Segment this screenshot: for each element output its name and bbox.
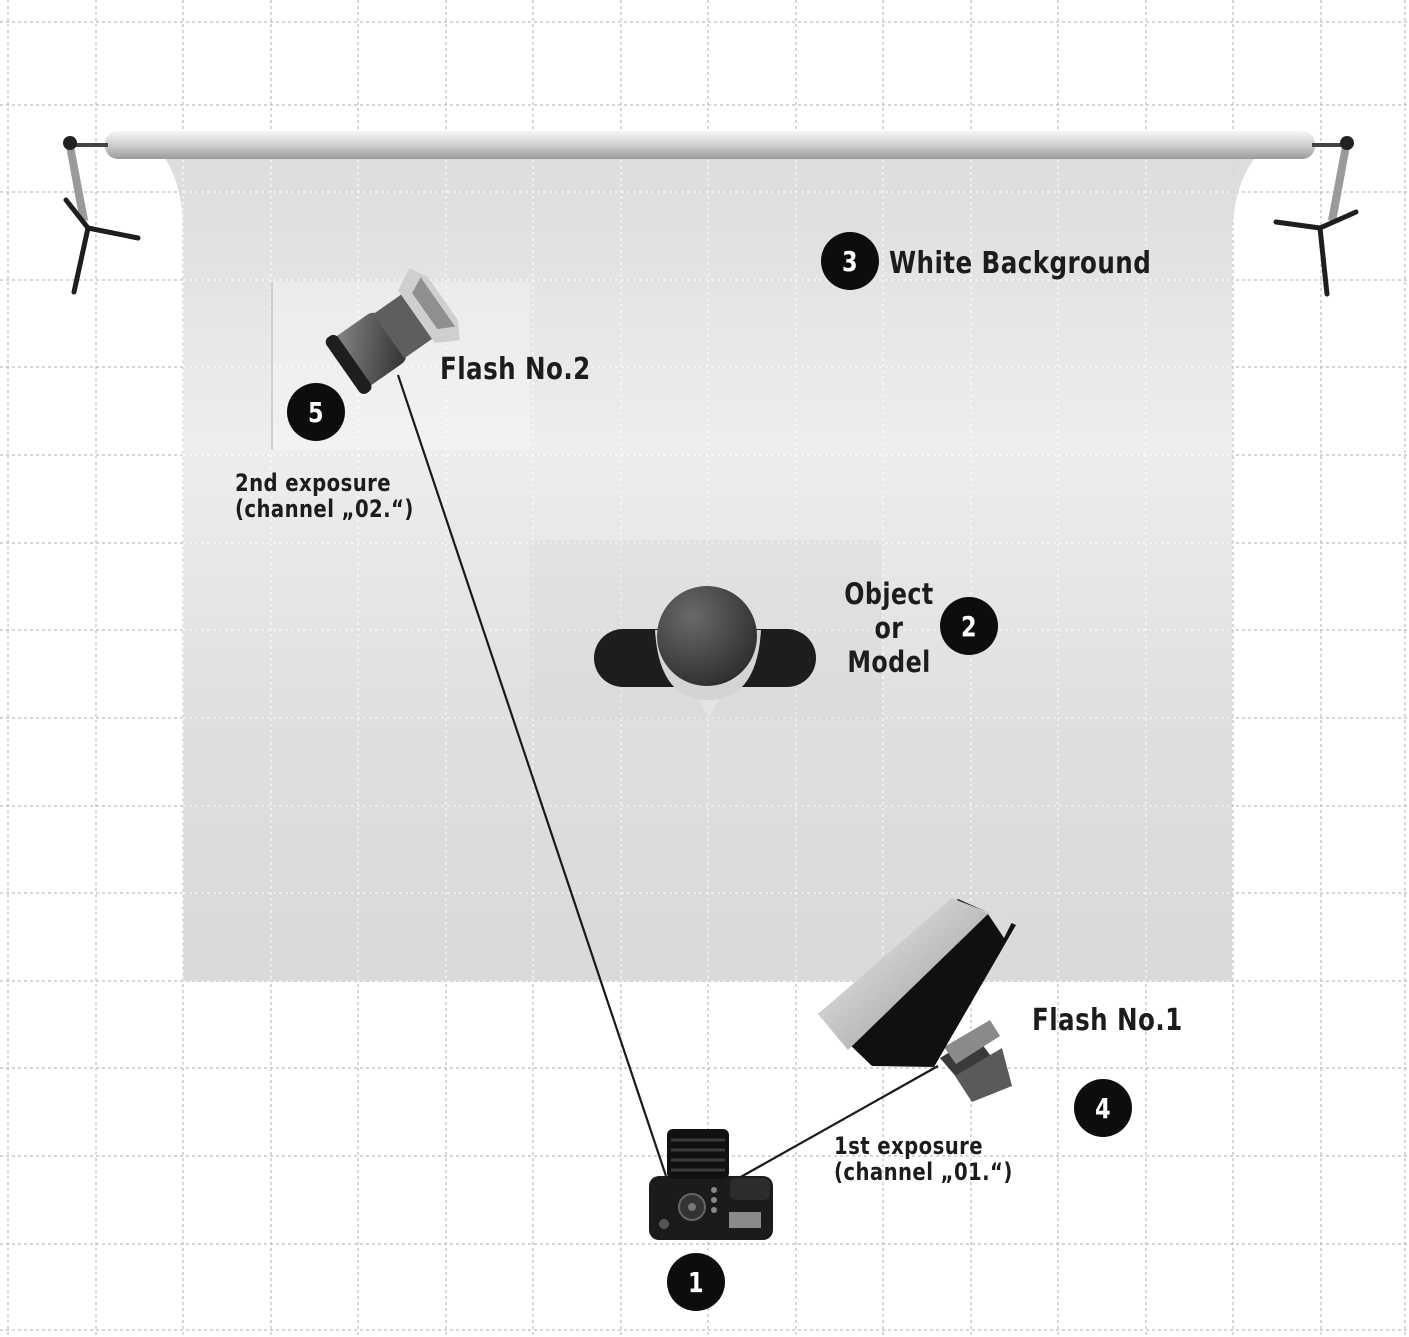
trigger-line-flash2 [396, 374, 668, 1177]
label-flash2: Flash No.2 [440, 352, 591, 387]
label-object: Object or Model [834, 577, 944, 679]
label-exposure1: 1st exposure (channel „01.“) [834, 1133, 1013, 1185]
flash2-icon [325, 268, 460, 394]
model-icon [594, 586, 816, 718]
camera-icon [649, 1129, 773, 1240]
flash1-icon [818, 898, 1016, 1102]
label-exposure2: 2nd exposure (channel „02.“) [235, 470, 414, 522]
label-exposure2-line2: (channel „02.“) [235, 495, 414, 523]
badge-camera: 1 [667, 1253, 725, 1311]
label-flash1: Flash No.1 [1032, 1003, 1183, 1038]
label-exposure1-line2: (channel „01.“) [834, 1158, 1013, 1186]
badge-flash1-number: 4 [1095, 1091, 1111, 1125]
white-background-paper [158, 150, 1262, 982]
label-object-line3: Model [847, 645, 931, 679]
label-object-line2: or [874, 611, 904, 645]
label-exposure2-line1: 2nd exposure [235, 469, 391, 497]
badge-flash2: 5 [287, 383, 345, 441]
badge-background-number: 3 [842, 244, 858, 278]
badge-flash2-number: 5 [308, 395, 324, 429]
trigger-line-flash1 [729, 1065, 939, 1184]
backdrop-roll [105, 131, 1315, 159]
backdrop-stand-left [63, 136, 141, 295]
badge-object: 2 [940, 597, 998, 655]
backdrop-stand-right [1273, 136, 1359, 297]
badge-object-number: 2 [961, 609, 977, 643]
label-exposure1-line1: 1st exposure [834, 1132, 984, 1160]
badge-flash1: 4 [1074, 1079, 1132, 1137]
badge-background: 3 [821, 232, 879, 290]
label-object-line1: Object [844, 577, 934, 611]
badge-camera-number: 1 [688, 1265, 704, 1299]
paper-grid [182, 160, 1232, 982]
label-white-background: White Background [889, 246, 1152, 281]
